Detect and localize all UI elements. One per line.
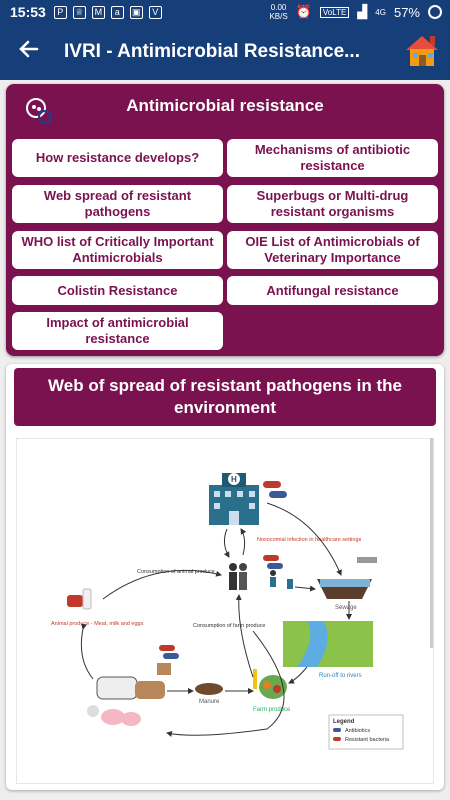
page-title: IVRI - Antimicrobial Resistance... [64, 41, 360, 62]
label-animal-produce: Animal produce - Meat, milk and eggs [51, 621, 144, 627]
topic-mechanisms[interactable]: Mechanisms of antibiotic resistance [227, 139, 438, 177]
arrow-from-hospital [223, 528, 230, 558]
topic-how-resistance-develops[interactable]: How resistance develops? [12, 139, 223, 177]
label-consumption-farm: Consumption of farm produce [193, 623, 265, 629]
legend-antibiotics: Antibiotics [345, 728, 370, 734]
home-icon [406, 36, 438, 66]
arrow-hospital-sewage [266, 502, 342, 576]
section-heading: Web of spread of resistant pathogens in … [14, 368, 436, 426]
image-icon: ▣ [129, 5, 143, 19]
legend-resistant-bacteria: Resistant bacteria [345, 737, 390, 743]
svg-text:H: H [231, 475, 237, 484]
manure-icon [195, 683, 223, 695]
farm-produce-icon [253, 669, 287, 699]
battery-percent: 57% [393, 4, 420, 20]
topics-heading: Antimicrobial resistance [126, 96, 324, 115]
pills-icon [263, 481, 287, 498]
topic-who-list[interactable]: WHO list of Critically Important Antimic… [12, 231, 223, 269]
livestock-icon [87, 663, 171, 726]
topic-colistin[interactable]: Colistin Resistance [12, 276, 223, 305]
network-speed: 0.00 KB/S [269, 3, 287, 21]
topic-oie-list[interactable]: OIE List of Antimicrobials of Veterinary… [227, 231, 438, 269]
home-button[interactable] [404, 32, 440, 73]
arrow-loop [166, 630, 285, 737]
battery-icon [428, 5, 442, 19]
v-app-icon: V [148, 5, 162, 19]
signal-icon: ▟ [357, 4, 368, 19]
app-bar: IVRI - Antimicrobial Resistance... [0, 24, 450, 80]
mail-icon: M [91, 5, 105, 19]
pills-icon [159, 645, 179, 659]
sewage-icon [317, 557, 377, 599]
scrollbar[interactable] [430, 438, 433, 648]
trophy-icon: ♕ [72, 5, 86, 19]
alarm-icon: ⏰ [295, 4, 312, 19]
people-icon [229, 563, 293, 590]
label-manure: Manure [199, 699, 220, 705]
arrow-to-hospital [240, 528, 247, 556]
airtel-icon: a [110, 5, 124, 19]
topic-impact[interactable]: Impact of antimicrobial resistance [12, 312, 223, 350]
label-nosocomial: Nosocomial infection in healthcare setti… [257, 537, 362, 543]
legend-bacteria-swatch [333, 737, 341, 741]
topics-card: Antimicrobial resistance How resistance … [6, 84, 444, 356]
volte-badge: VoLTE [319, 6, 350, 18]
topic-superbugs[interactable]: Superbugs or Multi-drug resistant organi… [227, 185, 438, 223]
back-button[interactable] [0, 38, 56, 67]
speed-unit: KB/S [269, 12, 288, 21]
label-sewage: Sewage [335, 605, 357, 611]
arrow-people-sewage [294, 585, 316, 592]
speed-value: 0.00 [270, 3, 287, 12]
arrow-consumption-farm [235, 594, 254, 678]
back-arrow-icon [19, 40, 39, 57]
legend: Legend Antibiotics Resistant bacteria [328, 714, 404, 750]
status-bar: 15:53 P ♕ M a ▣ V 0.00 KB/S ⏰ VoLTE ▟ 4G… [0, 0, 450, 24]
notification-icons: P ♕ M a ▣ V [53, 5, 162, 19]
arrow-river-farm [288, 666, 308, 684]
legend-antibiotics-swatch [333, 728, 341, 732]
p-app-icon: P [53, 5, 67, 19]
status-time: 15:53 [10, 4, 46, 20]
content-card: Web of spread of resistant pathogens in … [6, 364, 444, 790]
legend-title: Legend [333, 719, 355, 725]
label-runoff: Run-off to rivers [319, 673, 362, 679]
label-consumption-animal: Consumption of animal produce [137, 569, 215, 575]
topic-antifungal[interactable]: Antifungal resistance [227, 276, 438, 305]
amr-logo-icon [24, 96, 54, 131]
animal-produce-icon [67, 588, 92, 610]
network-type: 4G [375, 7, 386, 17]
topic-web-spread[interactable]: Web spread of resistant pathogens [12, 185, 223, 223]
arrow-consumption-animal [102, 570, 222, 600]
spread-diagram: H Nosocomial infection in healthcare set… [16, 438, 434, 784]
river-icon [283, 621, 373, 667]
label-farm-produce: Farm produce [253, 707, 291, 713]
arrow-animals-produce [80, 623, 94, 680]
pills-icon [263, 555, 283, 569]
hospital-icon: H [209, 473, 259, 525]
